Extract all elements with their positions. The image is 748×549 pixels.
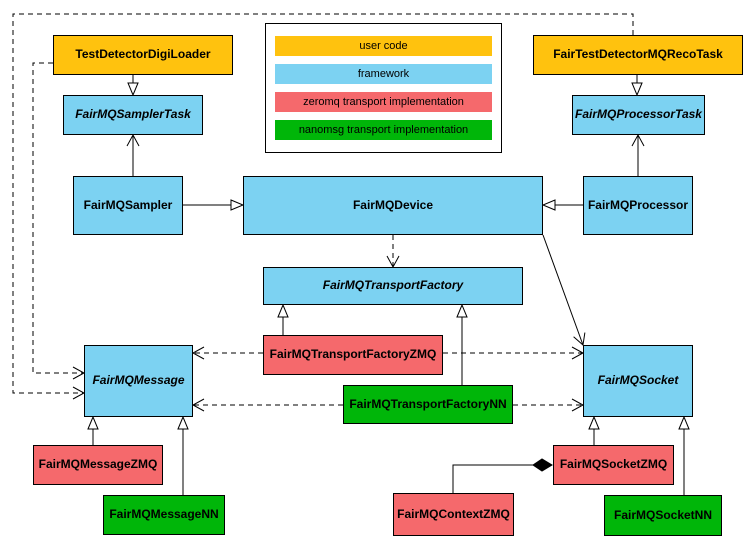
node-fairmq-context-zmq: FairMQContextZMQ (393, 493, 514, 536)
legend-item-zeromq: zeromq transport implementation (275, 92, 492, 112)
node-fairmq-processor-task: FairMQProcessorTask (572, 95, 705, 135)
node-fairmq-processor: FairMQProcessor (583, 176, 693, 235)
edge-device-uses-socket (542, 234, 586, 346)
edge-contextzmq-composed-in-socketzmq (452, 458, 553, 493)
legend-item-nanomsg: nanomsg transport implementation (275, 120, 492, 140)
node-fairmq-message-nn: FairMQMessageNN (103, 495, 225, 535)
node-fairmq-sampler-task: FairMQSamplerTask (63, 95, 203, 135)
node-fair-test-detector-mq-reco-task: FairTestDetectorMQRecoTask (533, 35, 743, 75)
node-fairmq-device: FairMQDevice (243, 176, 543, 235)
node-fairmq-message: FairMQMessage (84, 345, 193, 417)
node-fairmq-transport-factory-nn: FairMQTransportFactoryNN (343, 385, 513, 424)
legend-item-user-code: user code (275, 36, 492, 56)
legend: user code framework zeromq transport imp… (265, 23, 502, 153)
node-fairmq-transport-factory-zmq: FairMQTransportFactoryZMQ (263, 335, 443, 375)
node-fairmq-socket-nn: FairMQSocketNN (604, 495, 722, 536)
node-fairmq-socket-zmq: FairMQSocketZMQ (553, 445, 674, 485)
node-test-detector-digi-loader: TestDetectorDigiLoader (53, 35, 233, 75)
node-fairmq-transport-factory: FairMQTransportFactory (263, 267, 523, 305)
node-fairmq-message-zmq: FairMQMessageZMQ (33, 445, 163, 485)
legend-item-framework: framework (275, 64, 492, 84)
node-fairmq-socket: FairMQSocket (583, 345, 693, 417)
node-fairmq-sampler: FairMQSampler (73, 176, 183, 235)
